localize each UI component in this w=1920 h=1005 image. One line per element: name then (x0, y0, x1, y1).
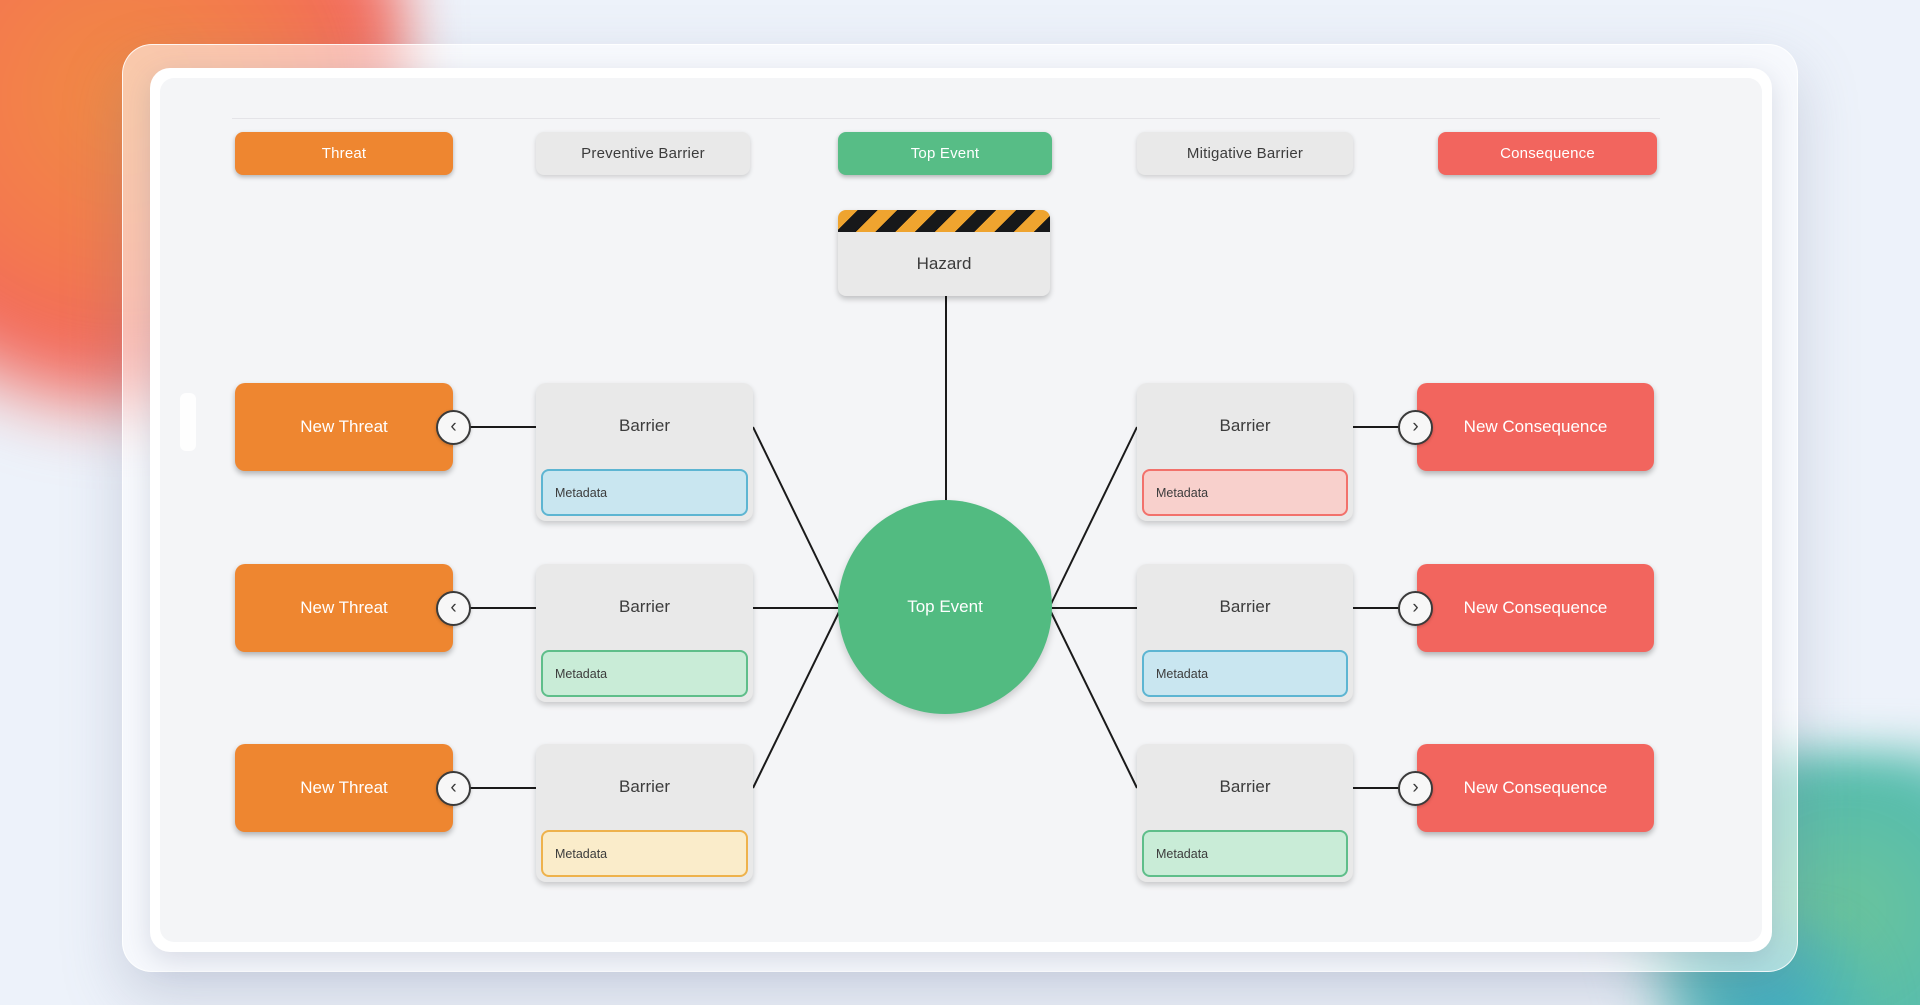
barrier-label: Barrier (618, 597, 670, 616)
consequence-node[interactable]: New Consequence (1417, 383, 1654, 471)
collapse-consequence-button[interactable]: › (1398, 591, 1433, 626)
metadata-chip[interactable]: Metadata (541, 650, 748, 697)
chevron-right-icon: › (1412, 777, 1419, 798)
mitigative-barrier-node[interactable]: Barrier Metadata (1137, 564, 1353, 702)
preventive-barrier-node[interactable]: Barrier Metadata (536, 383, 753, 521)
legend-consequence-button[interactable]: Consequence (1438, 132, 1657, 175)
preventive-barrier-node[interactable]: Barrier Metadata (536, 564, 753, 702)
barrier-label: Barrier (618, 416, 670, 435)
mitigative-barrier-node[interactable]: Barrier Metadata (1137, 383, 1353, 521)
barrier-label: Barrier (1219, 597, 1271, 616)
canvas-edge-highlight (180, 393, 196, 451)
chevron-right-icon: › (1412, 597, 1419, 618)
legend-top-event-button[interactable]: Top Event (838, 132, 1052, 175)
metadata-chip[interactable]: Metadata (541, 469, 748, 516)
barrier-label: Barrier (1219, 777, 1271, 796)
consequence-node[interactable]: New Consequence (1417, 564, 1654, 652)
legend-mitigative-barrier-button[interactable]: Mitigative Barrier (1137, 132, 1353, 175)
chevron-left-icon: ‹ (450, 777, 457, 798)
preventive-barrier-node[interactable]: Barrier Metadata (536, 744, 753, 882)
hazard-node[interactable]: Hazard (838, 210, 1050, 296)
metadata-chip[interactable]: Metadata (541, 830, 748, 877)
metadata-chip[interactable]: Metadata (1142, 469, 1348, 516)
chevron-left-icon: ‹ (450, 597, 457, 618)
chevron-left-icon: ‹ (450, 416, 457, 437)
legend-threat-button[interactable]: Threat (235, 132, 453, 175)
threat-node[interactable]: New Threat (235, 744, 453, 832)
collapse-consequence-button[interactable]: › (1398, 410, 1433, 445)
collapse-consequence-button[interactable]: › (1398, 771, 1433, 806)
top-event-label: Top Event (907, 597, 983, 616)
collapse-threat-button[interactable]: ‹ (436, 771, 471, 806)
chevron-right-icon: › (1412, 416, 1419, 437)
collapse-threat-button[interactable]: ‹ (436, 410, 471, 445)
top-event-node[interactable]: Top Event (838, 500, 1052, 714)
toolbar-separator (232, 118, 1660, 119)
hazard-label: Hazard (916, 254, 972, 273)
threat-node[interactable]: New Threat (235, 383, 453, 471)
mitigative-barrier-node[interactable]: Barrier Metadata (1137, 744, 1353, 882)
hazard-stripes-icon (838, 210, 1050, 232)
legend-preventive-barrier-button[interactable]: Preventive Barrier (536, 132, 750, 175)
metadata-chip[interactable]: Metadata (1142, 830, 1348, 877)
metadata-chip[interactable]: Metadata (1142, 650, 1348, 697)
threat-node[interactable]: New Threat (235, 564, 453, 652)
collapse-threat-button[interactable]: ‹ (436, 591, 471, 626)
consequence-node[interactable]: New Consequence (1417, 744, 1654, 832)
barrier-label: Barrier (618, 777, 670, 796)
barrier-label: Barrier (1219, 416, 1271, 435)
